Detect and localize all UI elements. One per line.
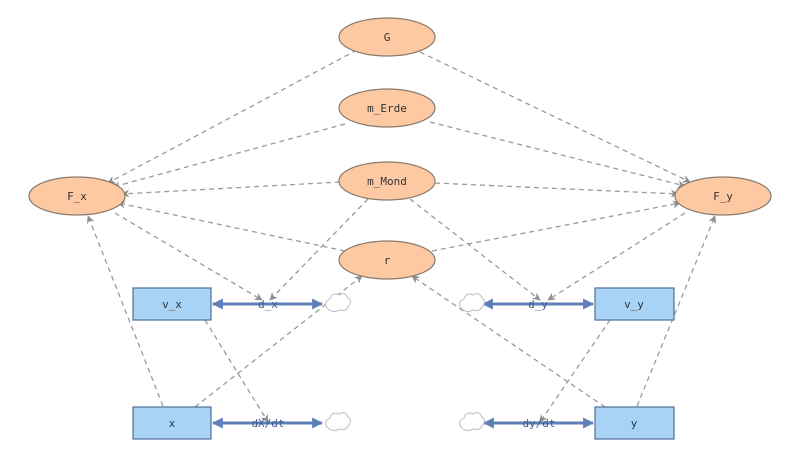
aux-label-f-x: F_x (67, 190, 87, 203)
link-merde-to-fy (429, 121, 686, 189)
flow-label-group: d_x d_y dX/dt dy/dt (251, 298, 555, 430)
link-vy-to-dydt (539, 319, 611, 423)
aux-label-r: r (384, 254, 391, 267)
flow-label-dy-dt[interactable]: dy/dt (522, 417, 555, 430)
stock-node-y[interactable]: y (594, 406, 675, 440)
stock-node-v-x[interactable]: v_x (132, 287, 212, 321)
flow-label-dx-dt[interactable]: dX/dt (251, 417, 284, 430)
stock-label-v-x: v_x (162, 298, 182, 311)
link-g-to-fx (107, 49, 358, 184)
aux-node-f-x[interactable]: F_x (28, 176, 126, 216)
stock-label-v-y: v_y (624, 298, 644, 311)
link-group (86, 49, 716, 423)
link-mmond-to-fx (121, 181, 341, 198)
flow-group (211, 298, 595, 429)
link-fy-to-dy (547, 212, 686, 301)
cloud-icon-dy (459, 293, 486, 313)
flow-label-d-x[interactable]: d_x (258, 298, 278, 311)
aux-node-r[interactable]: r (338, 240, 436, 280)
cloud-icon-dydt (459, 412, 486, 432)
cloud-icon-dx (325, 293, 352, 313)
aux-label-m-erde: m_Erde (367, 102, 407, 115)
aux-label-f-y: F_y (713, 190, 733, 203)
link-x-to-fx (86, 215, 164, 407)
aux-node-m-mond[interactable]: m_Mond (338, 161, 436, 201)
link-y-to-fy (636, 215, 716, 407)
stock-label-x: x (169, 417, 176, 430)
stock-label-y: y (631, 417, 638, 430)
link-y-to-r (411, 275, 606, 408)
stock-node-x[interactable]: x (132, 406, 212, 440)
link-mmond-to-dy (409, 198, 541, 301)
link-mmond-to-fy (434, 182, 679, 198)
aux-label-g: G (384, 31, 391, 44)
aux-label-m-mond: m_Mond (367, 175, 407, 188)
cloud-icon-dxdt (325, 412, 352, 432)
aux-node-g[interactable]: G (338, 17, 436, 57)
link-merde-to-fx (112, 123, 346, 189)
aux-node-f-y[interactable]: F_y (674, 176, 772, 216)
link-g-to-fy (419, 51, 691, 183)
auxiliary-group: G m_Erde m_Mond r F_x F_y (28, 17, 772, 280)
link-fx-to-dx (114, 212, 263, 301)
link-vx-to-dxdt (204, 319, 269, 423)
cloud-group (325, 293, 486, 432)
link-mmond-to-dx (269, 198, 369, 301)
stock-group: v_x v_y x y (132, 287, 675, 440)
flow-label-d-y[interactable]: d_y (528, 298, 548, 311)
link-r-to-fx (117, 200, 346, 252)
link-r-to-fy (431, 200, 681, 252)
stock-node-v-y[interactable]: v_y (594, 287, 675, 321)
aux-node-m-erde[interactable]: m_Erde (338, 88, 436, 128)
